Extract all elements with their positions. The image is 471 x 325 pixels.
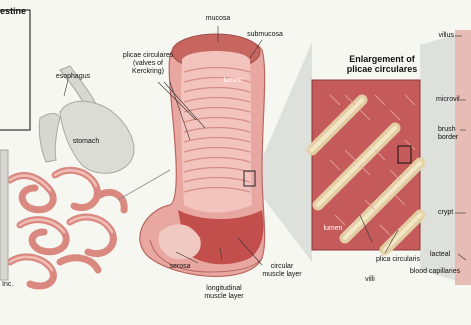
- section-frame: [0, 10, 30, 130]
- label-esophagus: esophagus: [48, 73, 98, 81]
- label-mucosa: mucosa: [198, 15, 238, 23]
- label-stomach: stomach: [66, 138, 106, 146]
- label-longitudinal-muscle: longitudinal muscle layer: [194, 285, 254, 301]
- small-intestine-coils: [10, 170, 124, 286]
- enlargement-title-line-2: plicae circulares: [322, 64, 442, 74]
- enlargement-title-line-1: Enlargement of: [322, 54, 442, 64]
- label-circular-muscle: circular muscle layer: [252, 263, 312, 279]
- label-plica-circularis: plica circularis: [368, 256, 428, 264]
- label-villi: villi: [355, 276, 385, 284]
- label-villus: villus: [410, 32, 454, 40]
- label-brush-border: brush border: [438, 126, 471, 142]
- label-crypt: crypt: [438, 209, 468, 217]
- label-lumen-enlargement: lumen: [318, 225, 348, 233]
- enlargement-title: Enlargement of plicae circulares: [322, 54, 442, 74]
- header-fragment: estine: [0, 6, 26, 16]
- projection-cone-left: [257, 42, 312, 262]
- colon-edge: [0, 150, 8, 280]
- label-microvilli: microvil: [436, 96, 471, 104]
- section-pointer: [118, 170, 170, 200]
- label-submucosa: submucosa: [240, 31, 290, 39]
- label-lumen-main: lumen: [218, 77, 248, 85]
- label-blood-capillaries: blood capillaries: [400, 268, 470, 276]
- credit-fragment: Inc.: [2, 281, 13, 288]
- label-plicae-circulares: plicae circulares (valves of Kerckring): [108, 52, 188, 76]
- stomach-connector: [39, 114, 60, 163]
- villus-panel-edge: [455, 30, 471, 285]
- label-serosa: serosa: [160, 263, 200, 271]
- label-lacteal: lacteal: [430, 251, 470, 259]
